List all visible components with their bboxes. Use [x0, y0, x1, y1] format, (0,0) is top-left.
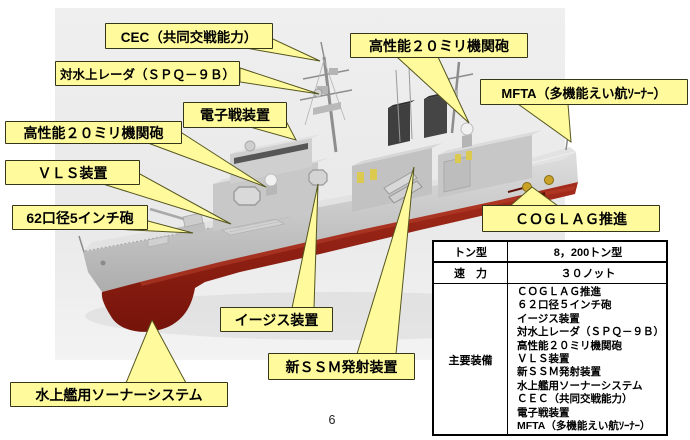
page-number: 6 [328, 413, 336, 427]
ssm-launchers [383, 171, 423, 204]
callout-aegis: イージス装置 [220, 307, 333, 332]
spec-equipment-label: 主要装備 [434, 284, 508, 436]
callout-ciws-aft: 高性能２０ミリ機関砲 [350, 33, 528, 58]
equipment-item: 高性能２０ミリ機関砲 [517, 339, 622, 352]
callout-coglag: ＣＯＧＬＡＧ推進 [482, 205, 660, 232]
equipment-item: ６２口径５インチ砲 [517, 299, 612, 312]
equipment-item: 対水上レーダ（ＳＰＱ－９Ｂ） [517, 326, 664, 339]
ciws-aft [460, 122, 474, 148]
callout-new-ssm: 新ＳＳＭ発射装置 [268, 353, 415, 380]
callout-5inch-gun: 62口径5インチ砲 [12, 205, 148, 230]
ciws-forward [264, 173, 278, 196]
equipment-item: ＣＯＧＬＡＧ推進 [517, 286, 601, 298]
main-gun [149, 207, 206, 237]
equipment-item: ＶＬＳ装置 [517, 353, 570, 366]
callout-pointers [101, 38, 572, 384]
callout-hull-sonar: 水上艦用ソーナーシステム [10, 382, 228, 407]
callout-vls: ＶＬＳ装置 [5, 160, 140, 185]
equipment-item: ＣＥＣ（共同交戦能力） [517, 393, 633, 406]
satcom-dome [244, 140, 256, 152]
propeller-icon [544, 175, 554, 185]
spy-radar-panel [233, 186, 261, 206]
bridge-windows [234, 143, 308, 164]
spec-row-tonnage-value: 8，200トン型 [508, 242, 668, 263]
spec-row-speed-value: ３０ノット [508, 263, 668, 284]
callout-spq9b-radar: 対水上レーダ（ＳＰＱ－９Ｂ） [55, 61, 240, 86]
spec-table: トン型 8，200トン型 速 力 ３０ノット 主要装備 ＣＯＧＬＡＧ推進 ６２口… [432, 240, 668, 436]
spec-row-speed-label: 速 力 [434, 263, 508, 284]
spec-row-tonnage-label: トン型 [434, 242, 508, 263]
equipment-item: MFTA（多機能えい航ｿｰﾅｰ） [517, 420, 651, 433]
callout-ciws-forward: 高性能２０ミリ機関砲 [5, 121, 182, 144]
main-mast [299, 41, 353, 153]
equipment-item: イージス装置 [517, 312, 580, 325]
equipment-item: 水上艦用ソーナーシステム [517, 379, 643, 392]
spy-radar-panel [308, 169, 328, 186]
callout-pointer [239, 67, 320, 95]
equipment-item: 新ＳＳＭ発射装置 [517, 366, 601, 379]
callout-mfta-sonar: MFTA（多機能えい航ｿｰﾅｰ） [480, 79, 688, 105]
callout-ew-system: 電子戦装置 [183, 102, 287, 128]
funnel [424, 94, 447, 138]
callout-cec: CEC（共同交戦能力） [105, 23, 273, 49]
spec-equipment-list: ＣＯＧＬＡＧ推進 ６２口径５インチ砲 イージス装置 対水上レーダ（ＳＰＱ－９Ｂ）… [508, 284, 668, 435]
equipment-item: 電子戦装置 [517, 406, 570, 419]
